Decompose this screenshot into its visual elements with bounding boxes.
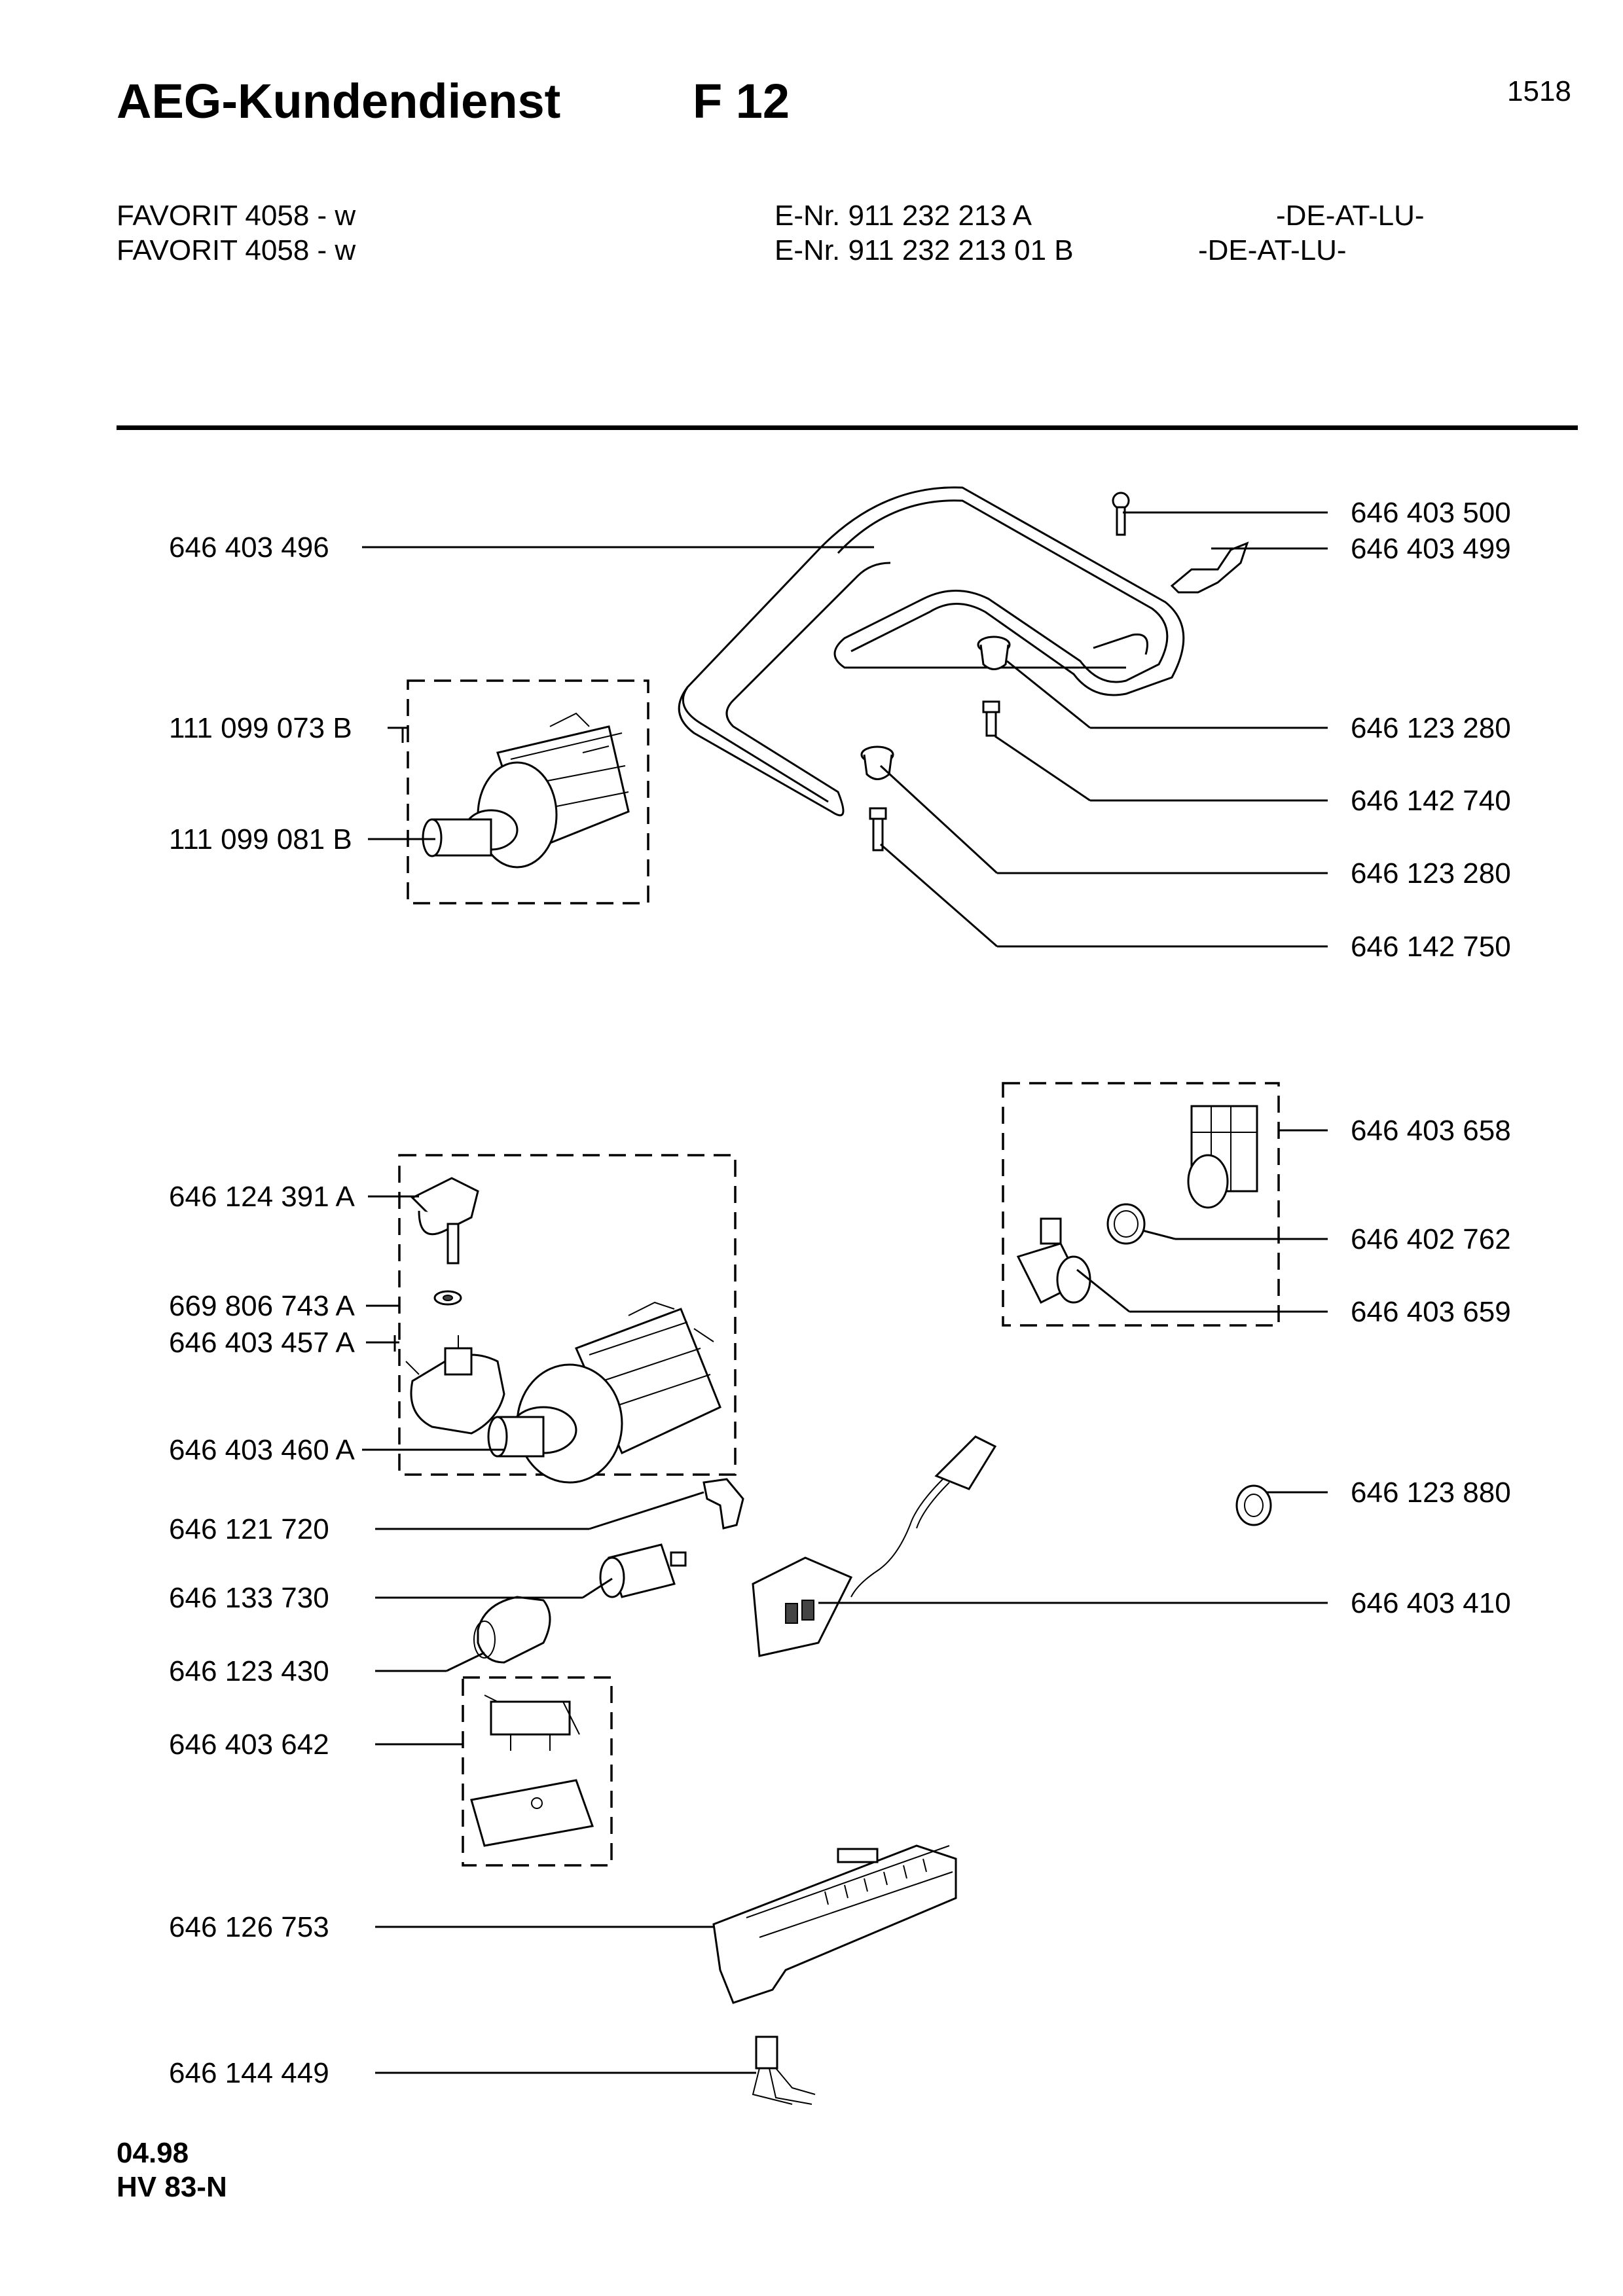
pump-motor xyxy=(422,712,630,869)
part-number-label: 646 403 457 A xyxy=(169,1327,355,1359)
footer-code: HV 83-N xyxy=(117,2171,227,2203)
bracket-part xyxy=(1170,541,1249,594)
model-enr: E-Nr. 911 232 213 01 B xyxy=(775,234,1074,266)
sensor-part xyxy=(470,1695,594,1847)
part-number-label: 646 402 762 xyxy=(1351,1223,1511,1255)
part-number-label: 646 142 740 xyxy=(1351,785,1511,817)
part-number-label: 646 121 720 xyxy=(169,1513,329,1545)
part-number-label: 646 403 642 xyxy=(169,1729,329,1761)
part-number-label: 646 123 280 xyxy=(1351,857,1511,889)
assembly-box xyxy=(462,1676,613,1867)
clip-part xyxy=(702,1478,744,1530)
part-number-label: 646 403 499 xyxy=(1351,533,1511,565)
model-name: FAVORIT 4058 - w xyxy=(117,234,356,266)
part-number-label: 646 133 730 xyxy=(169,1582,329,1614)
heating-element xyxy=(678,486,1185,817)
header-divider xyxy=(117,425,1578,430)
part-number-label: 646 403 460 A xyxy=(169,1434,355,1466)
part-number-label: 646 403 659 xyxy=(1351,1296,1511,1328)
grommet-part xyxy=(860,745,894,780)
part-number-label: 669 806 743 A xyxy=(169,1290,355,1322)
capacitor-part xyxy=(599,1543,687,1598)
footer-date: 04.98 xyxy=(117,2137,189,2169)
pin-part xyxy=(982,700,1000,737)
leader-lines xyxy=(362,511,1328,2074)
page-number: 1518 xyxy=(1507,75,1571,107)
cable-harness xyxy=(752,2036,816,2105)
assembly-box xyxy=(407,679,649,905)
knob-part xyxy=(1235,1484,1272,1526)
control-board xyxy=(712,1844,957,2004)
part-number-label: 646 403 496 xyxy=(169,531,329,564)
part-number-label: 111 099 073 B xyxy=(169,712,352,744)
part-number-label: 646 123 880 xyxy=(1351,1477,1511,1509)
part-number-label: 646 124 391 A xyxy=(169,1181,355,1213)
part-number-label: 646 142 750 xyxy=(1351,931,1511,963)
valve-part xyxy=(1016,1217,1091,1304)
model-enr: E-Nr. 911 232 213 A xyxy=(775,200,1032,232)
part-number-label: 646 403 500 xyxy=(1351,497,1511,529)
brand-title: AEG-Kundendienst xyxy=(117,74,561,128)
part-number-label: 646 403 410 xyxy=(1351,1587,1511,1619)
section-title: F 12 xyxy=(693,74,790,128)
drain-pump xyxy=(405,1335,505,1435)
assembly-box xyxy=(1002,1082,1280,1327)
mains-cable xyxy=(752,1435,997,1657)
model-countries: -DE-AT-LU- xyxy=(1198,234,1347,266)
grommet-part xyxy=(977,636,1011,670)
part-number-label: 646 123 430 xyxy=(169,1655,329,1687)
cap-part xyxy=(473,1596,551,1664)
screw-part xyxy=(1112,492,1130,536)
wash-motor xyxy=(487,1301,721,1484)
pin-part xyxy=(869,807,887,852)
part-number-label: 646 126 753 xyxy=(169,1911,329,1943)
washer-part xyxy=(433,1290,462,1306)
part-number-label: 646 403 658 xyxy=(1351,1115,1511,1147)
part-number-label: 646 123 280 xyxy=(1351,712,1511,744)
model-countries: -DE-AT-LU- xyxy=(1276,200,1425,232)
part-number-label: 111 099 081 B xyxy=(169,823,352,855)
pressure-switch xyxy=(410,1177,479,1265)
o-ring-part xyxy=(1106,1203,1146,1245)
model-name: FAVORIT 4058 - w xyxy=(117,200,356,232)
part-number-label: 646 144 449 xyxy=(169,2057,329,2089)
level-switch xyxy=(1187,1105,1258,1209)
